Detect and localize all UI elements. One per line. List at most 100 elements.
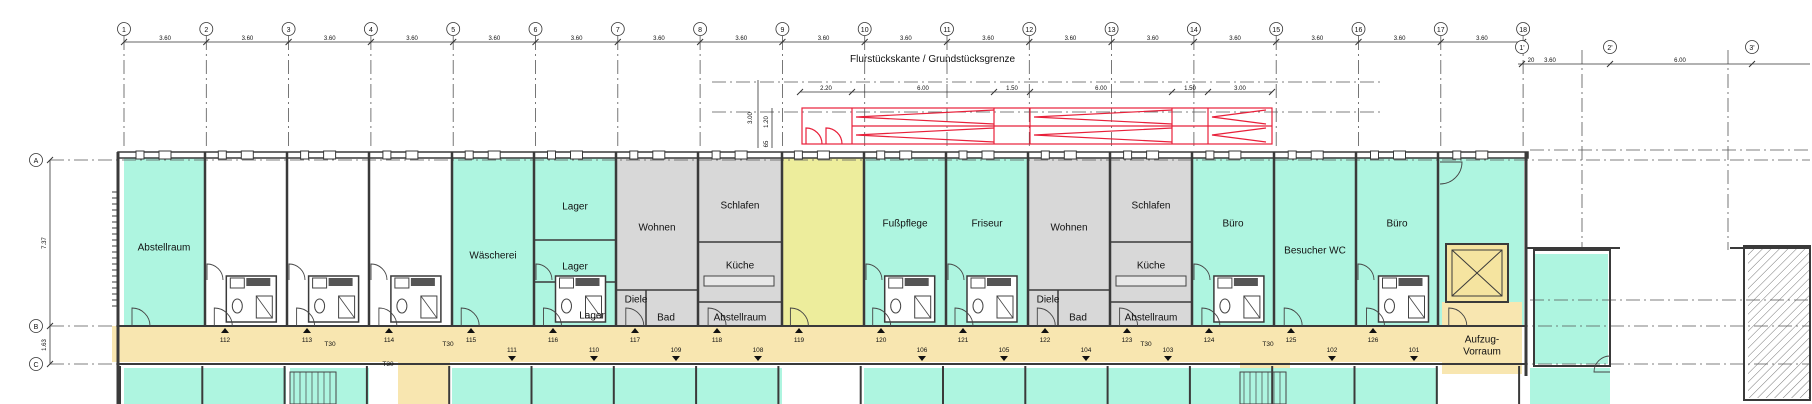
grid-bubble <box>1104 22 1119 36</box>
grid-bubble <box>1433 22 1448 36</box>
stair-door-swing <box>825 127 843 145</box>
grid-bubble <box>857 22 872 36</box>
grid-bubble <box>1351 22 1366 36</box>
room-fill <box>1110 156 1192 326</box>
corridor <box>112 326 1510 362</box>
stair-dimension-label: 1.50 <box>1006 86 1018 92</box>
counter <box>904 278 929 286</box>
door-marker <box>672 356 680 361</box>
door-marker <box>1205 328 1213 333</box>
room-label: Bad <box>657 313 675 324</box>
grid-spacing-label: 3.60 <box>242 36 254 42</box>
door-swing <box>865 263 883 281</box>
window <box>1228 150 1242 160</box>
door-number: 123 <box>1122 337 1133 344</box>
window <box>629 150 639 160</box>
grid-label: 3' <box>1749 45 1754 52</box>
stair-run-arrow <box>855 127 995 143</box>
dimension-tick <box>285 38 292 46</box>
stair-dimension-label: 3.00 <box>1234 86 1246 92</box>
grid-spacing-label: 3.60 <box>735 36 747 42</box>
room-label: Lager <box>562 262 588 273</box>
door-swing <box>789 307 809 327</box>
grid-spacing-label: 3.60 <box>1544 58 1556 64</box>
dimension-tick <box>46 156 54 164</box>
door-swing <box>954 307 974 327</box>
grid-bubble <box>1515 40 1529 54</box>
elevator-car <box>1451 249 1503 297</box>
toilet <box>890 298 902 314</box>
window <box>899 150 913 160</box>
window <box>652 150 666 160</box>
grid-label: 5 <box>451 27 455 34</box>
door-number: 124 <box>1204 337 1215 344</box>
lower-room-fill <box>290 368 369 404</box>
room-label: Besucher WC <box>1284 246 1346 257</box>
door-marker <box>1369 328 1377 333</box>
grid-bubble <box>199 22 214 36</box>
door-swing <box>707 307 727 327</box>
lower-stair <box>289 371 337 404</box>
lower-room-fill <box>698 368 782 404</box>
window <box>1287 150 1297 160</box>
lower-stair <box>1239 371 1287 404</box>
lower-room-fill <box>1192 368 1274 404</box>
grid-label: B <box>34 324 39 331</box>
row-dimension-label: 1.63 <box>42 339 48 351</box>
toilet <box>231 298 243 314</box>
door-swing <box>625 307 645 327</box>
dimension-tick <box>848 88 856 96</box>
door-swing <box>1201 307 1221 327</box>
door-number: 109 <box>671 347 682 354</box>
door-marker <box>795 328 803 333</box>
room-labels: AbstellraumWäschereiLagerLagerLagerWohne… <box>138 201 1501 368</box>
lower-room-fill <box>1530 368 1610 404</box>
fixtures <box>131 161 1611 404</box>
toilet <box>314 298 326 314</box>
lower-room-fill <box>452 368 534 404</box>
grid-spacing-label: 3.60 <box>1229 36 1241 42</box>
grid-label: 16 <box>1355 27 1363 34</box>
stair-dimension-label: 6.00 <box>917 86 929 92</box>
fire-door-label: T30 <box>324 341 336 348</box>
window <box>570 150 583 160</box>
window <box>1475 150 1489 160</box>
stair-side-dimension-label: 3.00 <box>748 112 754 124</box>
grid-bubble <box>117 22 131 36</box>
room-fill <box>616 156 698 326</box>
grid-spacing-label: 3.60 <box>1394 36 1406 42</box>
window <box>135 150 145 160</box>
dimension-tick <box>1168 88 1176 96</box>
fire-door-label: T30 <box>1262 341 1274 348</box>
sink <box>1382 277 1397 289</box>
door-marker <box>385 328 393 333</box>
grid-bubble <box>1022 22 1037 36</box>
door-number: 103 <box>1163 347 1174 354</box>
grid-label: 17 <box>1437 27 1445 34</box>
grid-spacing-label: 3.60 <box>159 36 171 42</box>
door-number: 102 <box>1327 347 1338 354</box>
window <box>300 150 310 160</box>
grid-spacing-label: 3.60 <box>818 36 830 42</box>
grid-bubble <box>281 22 296 36</box>
sink <box>1217 277 1233 289</box>
grid-bubble <box>610 22 625 36</box>
door-swing <box>1119 307 1139 327</box>
dimension-tick <box>1748 60 1756 68</box>
door-number: 101 <box>1409 347 1420 354</box>
door-number: 120 <box>876 337 887 344</box>
stair-dimension-label: 1.50 <box>1184 86 1196 92</box>
stair-side-dimension-label: 1.20 <box>764 116 770 128</box>
shower-line <box>585 295 602 319</box>
dimension-tick <box>46 360 54 368</box>
grid-label: 9 <box>780 27 784 34</box>
grid-label: 10 <box>861 27 869 34</box>
dimension-tick <box>696 38 704 46</box>
window <box>1370 150 1379 160</box>
grid-label: C <box>33 362 38 369</box>
room-label: Wäscherei <box>469 251 516 262</box>
room-fill <box>698 156 782 326</box>
door-swing <box>378 307 398 327</box>
dimension-tick <box>1268 88 1276 96</box>
